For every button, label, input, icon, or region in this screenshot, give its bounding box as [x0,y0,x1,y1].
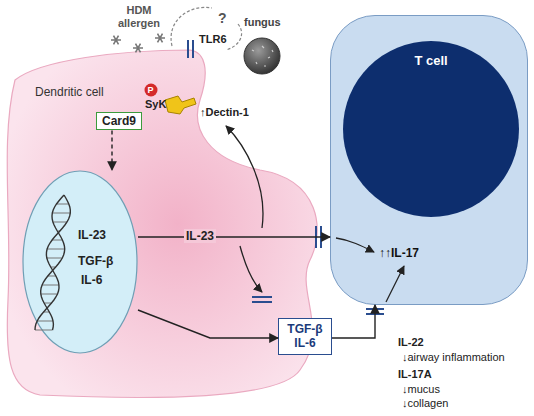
label-text: ↓collagen [402,397,448,410]
node-text: ↑↑IL-17 [379,246,419,260]
helix-rungs [35,195,70,330]
fungus-particle [244,38,280,74]
helix-strand [35,195,70,330]
arrow-connector [138,236,330,237]
t-cell-nucleus: T cell [343,41,519,217]
arrow-connector [138,310,278,338]
allergen-particles [111,34,165,53]
node-text: T cell [343,53,519,69]
card9-box: Card9 [96,112,142,130]
tgf-signal-arrow [386,266,404,302]
fungus-texture [252,46,273,66]
node-text: IL-23 [78,228,106,242]
dna-helix [35,195,70,330]
tlr6-receptor [188,40,193,58]
label-text: SyK [145,98,166,111]
label-text: fungus [244,16,281,29]
label-text: ↑Dectin-1 [200,106,249,119]
il23-to-dectin-arrow [226,126,263,228]
il23-autocrine-arrow [240,246,262,292]
helix-strand [41,195,65,330]
node-text: IL-6 [81,273,102,287]
t-cell: ↑↑IL-17 T cell [330,15,528,305]
arrow-connector [111,130,112,170]
label-text: ? [218,10,227,27]
label-text: IL-22 [398,336,424,349]
label-text: HDM allergen [108,4,170,30]
arrow-connector [332,305,375,338]
label-text: P [148,84,154,96]
label-text: ↓airway inflammation [402,351,505,364]
dc-il23-receptor [252,297,272,302]
syk-kinase [165,96,196,114]
label-text: IL-17A [398,368,432,381]
node-text: Dendritic cell [35,85,104,99]
node-text: TGF-β [78,254,113,268]
phospho-dot [145,84,158,97]
il23-signal-arrow [336,238,374,252]
node-text: Card9 [102,114,136,128]
label-text: TLR6 [199,33,227,46]
edge-label: IL-23 [184,229,216,243]
cytokine-box: TGF-β IL-6 [278,318,332,355]
nucleus: IL-23TGF-βIL-6 [22,170,138,354]
unknown-ligand-outline [171,7,242,50]
label-text: ↓mucus [402,383,440,396]
node-text: TGF-β IL-6 [281,322,329,351]
